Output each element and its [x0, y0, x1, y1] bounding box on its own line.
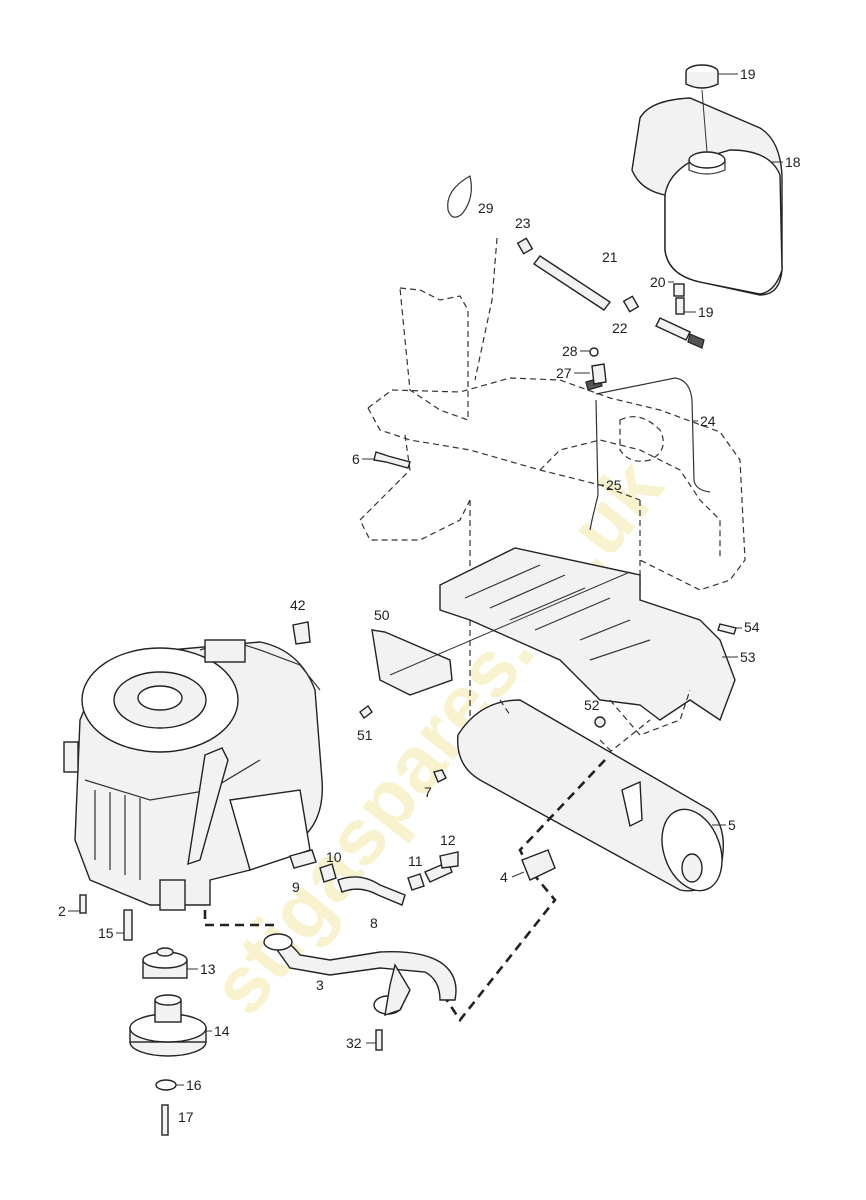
callout-29: 29 — [478, 200, 494, 216]
muffler — [456, 699, 725, 892]
exhaust-bolt — [375, 1029, 383, 1051]
nut — [433, 769, 447, 783]
fuel-tank — [631, 97, 783, 296]
callout-14: 14 — [214, 1023, 230, 1039]
side-bracket-plate — [371, 629, 453, 696]
callout-5: 5 — [728, 817, 736, 833]
chassis-bolt — [373, 451, 411, 469]
callout-42: 42 — [290, 597, 306, 613]
callout-22: 21 — [602, 249, 618, 265]
callout-3: 3 — [316, 977, 324, 993]
bracket-bolt — [359, 704, 373, 720]
callout-15: 15 — [98, 925, 114, 941]
callout-12: 12 — [440, 832, 456, 848]
exhaust-route-line — [438, 759, 606, 1023]
fuel-hose — [516, 237, 640, 313]
exhaust-heat-shield — [439, 547, 736, 736]
exhaust-pipe — [263, 933, 457, 1017]
shield-nut — [594, 716, 606, 728]
exhaust-clamp — [521, 849, 556, 881]
callout-6: 6 — [352, 451, 360, 467]
callout-21: 20 — [650, 274, 666, 290]
callout-11: 11 — [408, 853, 423, 869]
callout-4: 4 — [500, 869, 508, 885]
callout-9: 9 — [292, 879, 300, 895]
bolt — [161, 1104, 169, 1136]
callout-53: 54 — [744, 619, 760, 635]
engine-exhaust-route — [203, 910, 280, 927]
callout-2: 2 — [58, 903, 66, 919]
callout-27: 27 — [556, 365, 572, 381]
callout-10: 10 — [326, 849, 342, 865]
fuel-filter-fitting — [655, 283, 705, 349]
callout-26: 25 — [606, 477, 622, 493]
callout-54: 52 — [584, 697, 600, 713]
pulley-upper — [142, 947, 188, 979]
callout-13: 13 — [200, 961, 216, 977]
callout-23: 22 — [612, 320, 628, 336]
callout-50: 50 — [374, 607, 390, 623]
callout-18: 18 — [785, 154, 801, 170]
oil-drain-assembly — [289, 849, 459, 906]
callout-51: 51 — [357, 727, 373, 743]
callout-24: 23 — [515, 215, 531, 231]
washer — [155, 1079, 177, 1091]
callout-28: 28 — [562, 343, 578, 359]
shield-bolt — [717, 623, 737, 635]
engine — [63, 639, 324, 911]
pulley-lower — [129, 994, 207, 1057]
callout-20: 19 — [698, 304, 714, 320]
callout-52: 53 — [740, 649, 756, 665]
callout-7: 7 — [424, 784, 432, 800]
callout-19: 19 — [740, 66, 756, 82]
callout-labels: 19 18 29 23 21 20 19 22 28 27 24 6 25 42… — [58, 66, 801, 1125]
callout-8: 8 — [370, 915, 378, 931]
hose-clip — [447, 175, 472, 218]
callout-16: 16 — [186, 1077, 202, 1093]
engine-mount-bolt — [79, 894, 87, 914]
callout-32: 32 — [346, 1035, 362, 1051]
callout-25: 24 — [700, 413, 716, 429]
callout-17: 17 — [178, 1109, 194, 1125]
engine-clip — [292, 621, 311, 645]
fuel-line-clip — [591, 363, 607, 385]
fuel-cap — [685, 64, 719, 89]
engine-key — [123, 909, 133, 941]
